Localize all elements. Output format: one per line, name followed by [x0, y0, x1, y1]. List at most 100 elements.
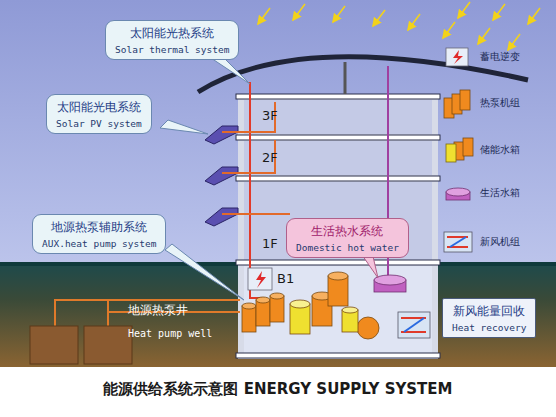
- illustration-rect: [244, 266, 432, 353]
- illustration-ellipse: [270, 293, 284, 299]
- legend-text: 蓄电逆变: [480, 50, 520, 64]
- illustration-rect: [446, 48, 468, 66]
- illustration-rect: [0, 0, 556, 370]
- callout-tails: [160, 54, 378, 300]
- legend-text: 生活水箱: [480, 186, 520, 200]
- illustration-rect: [236, 94, 440, 99]
- floor-label: 3F: [262, 108, 278, 123]
- illustration-path: [198, 57, 528, 92]
- illustration-ellipse: [446, 188, 470, 196]
- illustration-rect: [398, 312, 430, 338]
- illustration-rect: [460, 90, 470, 110]
- heat-pump-wells: [30, 326, 132, 364]
- well-label: Heat pump well: [128, 328, 212, 339]
- basement-equipment: [242, 268, 430, 339]
- illustration-rect: [236, 176, 440, 181]
- callout-box: 生活热水系统 Domestic hot water: [286, 218, 409, 258]
- illustration-path: [205, 208, 238, 226]
- illustration-line: [493, 4, 505, 20]
- illustration-rect: [30, 326, 78, 364]
- callout-box: 地源热泵辅助系统 AUX.heat pump system: [32, 214, 166, 254]
- callout-title: 太阳能光电系统: [56, 99, 142, 116]
- illustration-rect: [290, 304, 310, 334]
- illustration-line: [258, 8, 270, 24]
- illustration-rect: [0, 367, 556, 417]
- illustration-rect: [446, 144, 456, 162]
- illustration-rect: [256, 300, 270, 326]
- legend-icons: [444, 48, 473, 252]
- illustration-path: [450, 237, 466, 247]
- illustration-path: [55, 300, 240, 326]
- illustration-line: [528, 8, 540, 24]
- floor-label: B1: [277, 271, 294, 286]
- pipes: [55, 66, 388, 326]
- illustration-path: [404, 318, 424, 332]
- illustration-rect: [328, 276, 348, 306]
- illustration-circle: [357, 317, 379, 339]
- floor-label: 2F: [262, 150, 278, 165]
- illustration-ellipse: [242, 303, 256, 309]
- illustration-path: [256, 271, 266, 288]
- illustration-path: [165, 244, 244, 300]
- illustration-g: [242, 272, 379, 339]
- pv-panels: [205, 126, 238, 226]
- illustration-g: [290, 300, 358, 334]
- callout-box: 太阳能光电系统 Solar PV system: [46, 94, 152, 134]
- illustration-rect: [244, 141, 432, 175]
- callout-subtitle: AUX.heat pump system: [42, 238, 156, 249]
- illustration-rect: [84, 326, 132, 364]
- illustration-ellipse: [328, 272, 348, 280]
- illustration-line: [458, 2, 470, 18]
- illustration-ellipse: [374, 275, 406, 285]
- illustration-line: [508, 34, 520, 50]
- illustration-path: [401, 318, 426, 332]
- illustration-rect: [236, 260, 440, 265]
- illustration-rect: [236, 353, 440, 358]
- illustration-rect: [244, 182, 432, 260]
- illustration-rect: [248, 268, 272, 290]
- callout-box: 新风能量回收 Heat recovery: [442, 298, 536, 338]
- illustration-line: [408, 14, 420, 30]
- illustration-rect: [236, 135, 440, 140]
- callout-subtitle: Solar PV system: [56, 118, 142, 129]
- illustration-rect: [270, 296, 284, 322]
- illustration-line: [373, 10, 385, 26]
- callout-subtitle: Domestic hot water: [296, 242, 399, 253]
- illustration-path: [250, 82, 262, 298]
- sun-rays: [258, 2, 540, 50]
- figure-caption: 能源供给系统示意图 ENERGY SUPPLY SYSTEM: [0, 380, 556, 399]
- legend-text: 储能水箱: [480, 143, 520, 157]
- callout-title: 生活热水系统: [296, 223, 399, 240]
- illustration-rect: [444, 232, 472, 252]
- illustration-path: [160, 120, 208, 134]
- legend-text: 热泵机组: [480, 96, 520, 110]
- illustration-ellipse: [290, 300, 310, 308]
- illustration-g: [236, 94, 440, 358]
- callout-box: 太阳能光热系统Solar thermal system: [105, 20, 239, 60]
- illustration-line: [333, 6, 345, 22]
- illustration-line: [443, 22, 455, 38]
- callout-title: 太阳能光热系统: [115, 25, 229, 42]
- illustration-line: [293, 4, 305, 20]
- illustration-line: [478, 28, 490, 44]
- illustration-rect: [244, 100, 432, 134]
- illustration-path: [205, 167, 238, 185]
- illustration-ellipse: [342, 307, 358, 313]
- well-label: 地源热泵井: [128, 302, 188, 319]
- illustration-ellipse: [256, 297, 270, 303]
- callout-title: 新风能量回收: [452, 303, 526, 320]
- callout-subtitle: Heat recovery: [452, 322, 526, 333]
- illustration-rect: [0, 263, 556, 367]
- floor-label: 1F: [262, 236, 278, 251]
- illustration-path: [205, 126, 238, 144]
- callout-title: 地源热泵辅助系统: [42, 219, 156, 236]
- illustration-path: [453, 50, 463, 64]
- illustration-rect: [242, 306, 256, 332]
- illustration-rect: [463, 138, 473, 156]
- illustration-path: [222, 213, 290, 215]
- illustration-path: [447, 237, 468, 247]
- building: [198, 57, 528, 359]
